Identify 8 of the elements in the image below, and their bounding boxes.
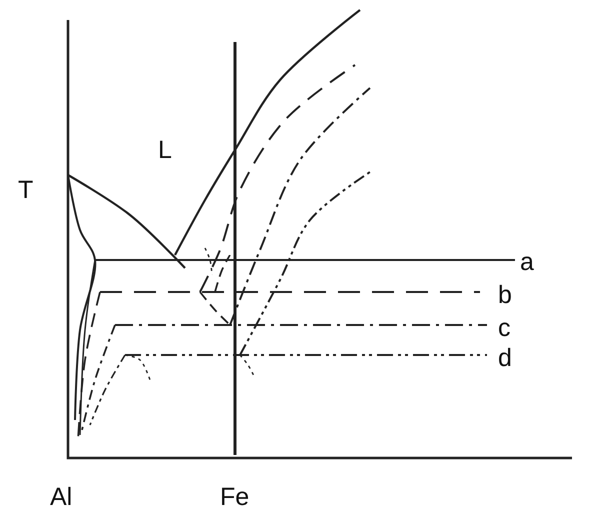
region-label: L (158, 138, 172, 163)
axis-label: T (18, 178, 34, 203)
line-label: a (520, 250, 534, 275)
line-label: b (498, 283, 512, 308)
element-label: Al (50, 485, 72, 510)
element-label: Fe (220, 485, 250, 510)
line-label: d (498, 346, 512, 371)
line-label: c (498, 316, 510, 341)
